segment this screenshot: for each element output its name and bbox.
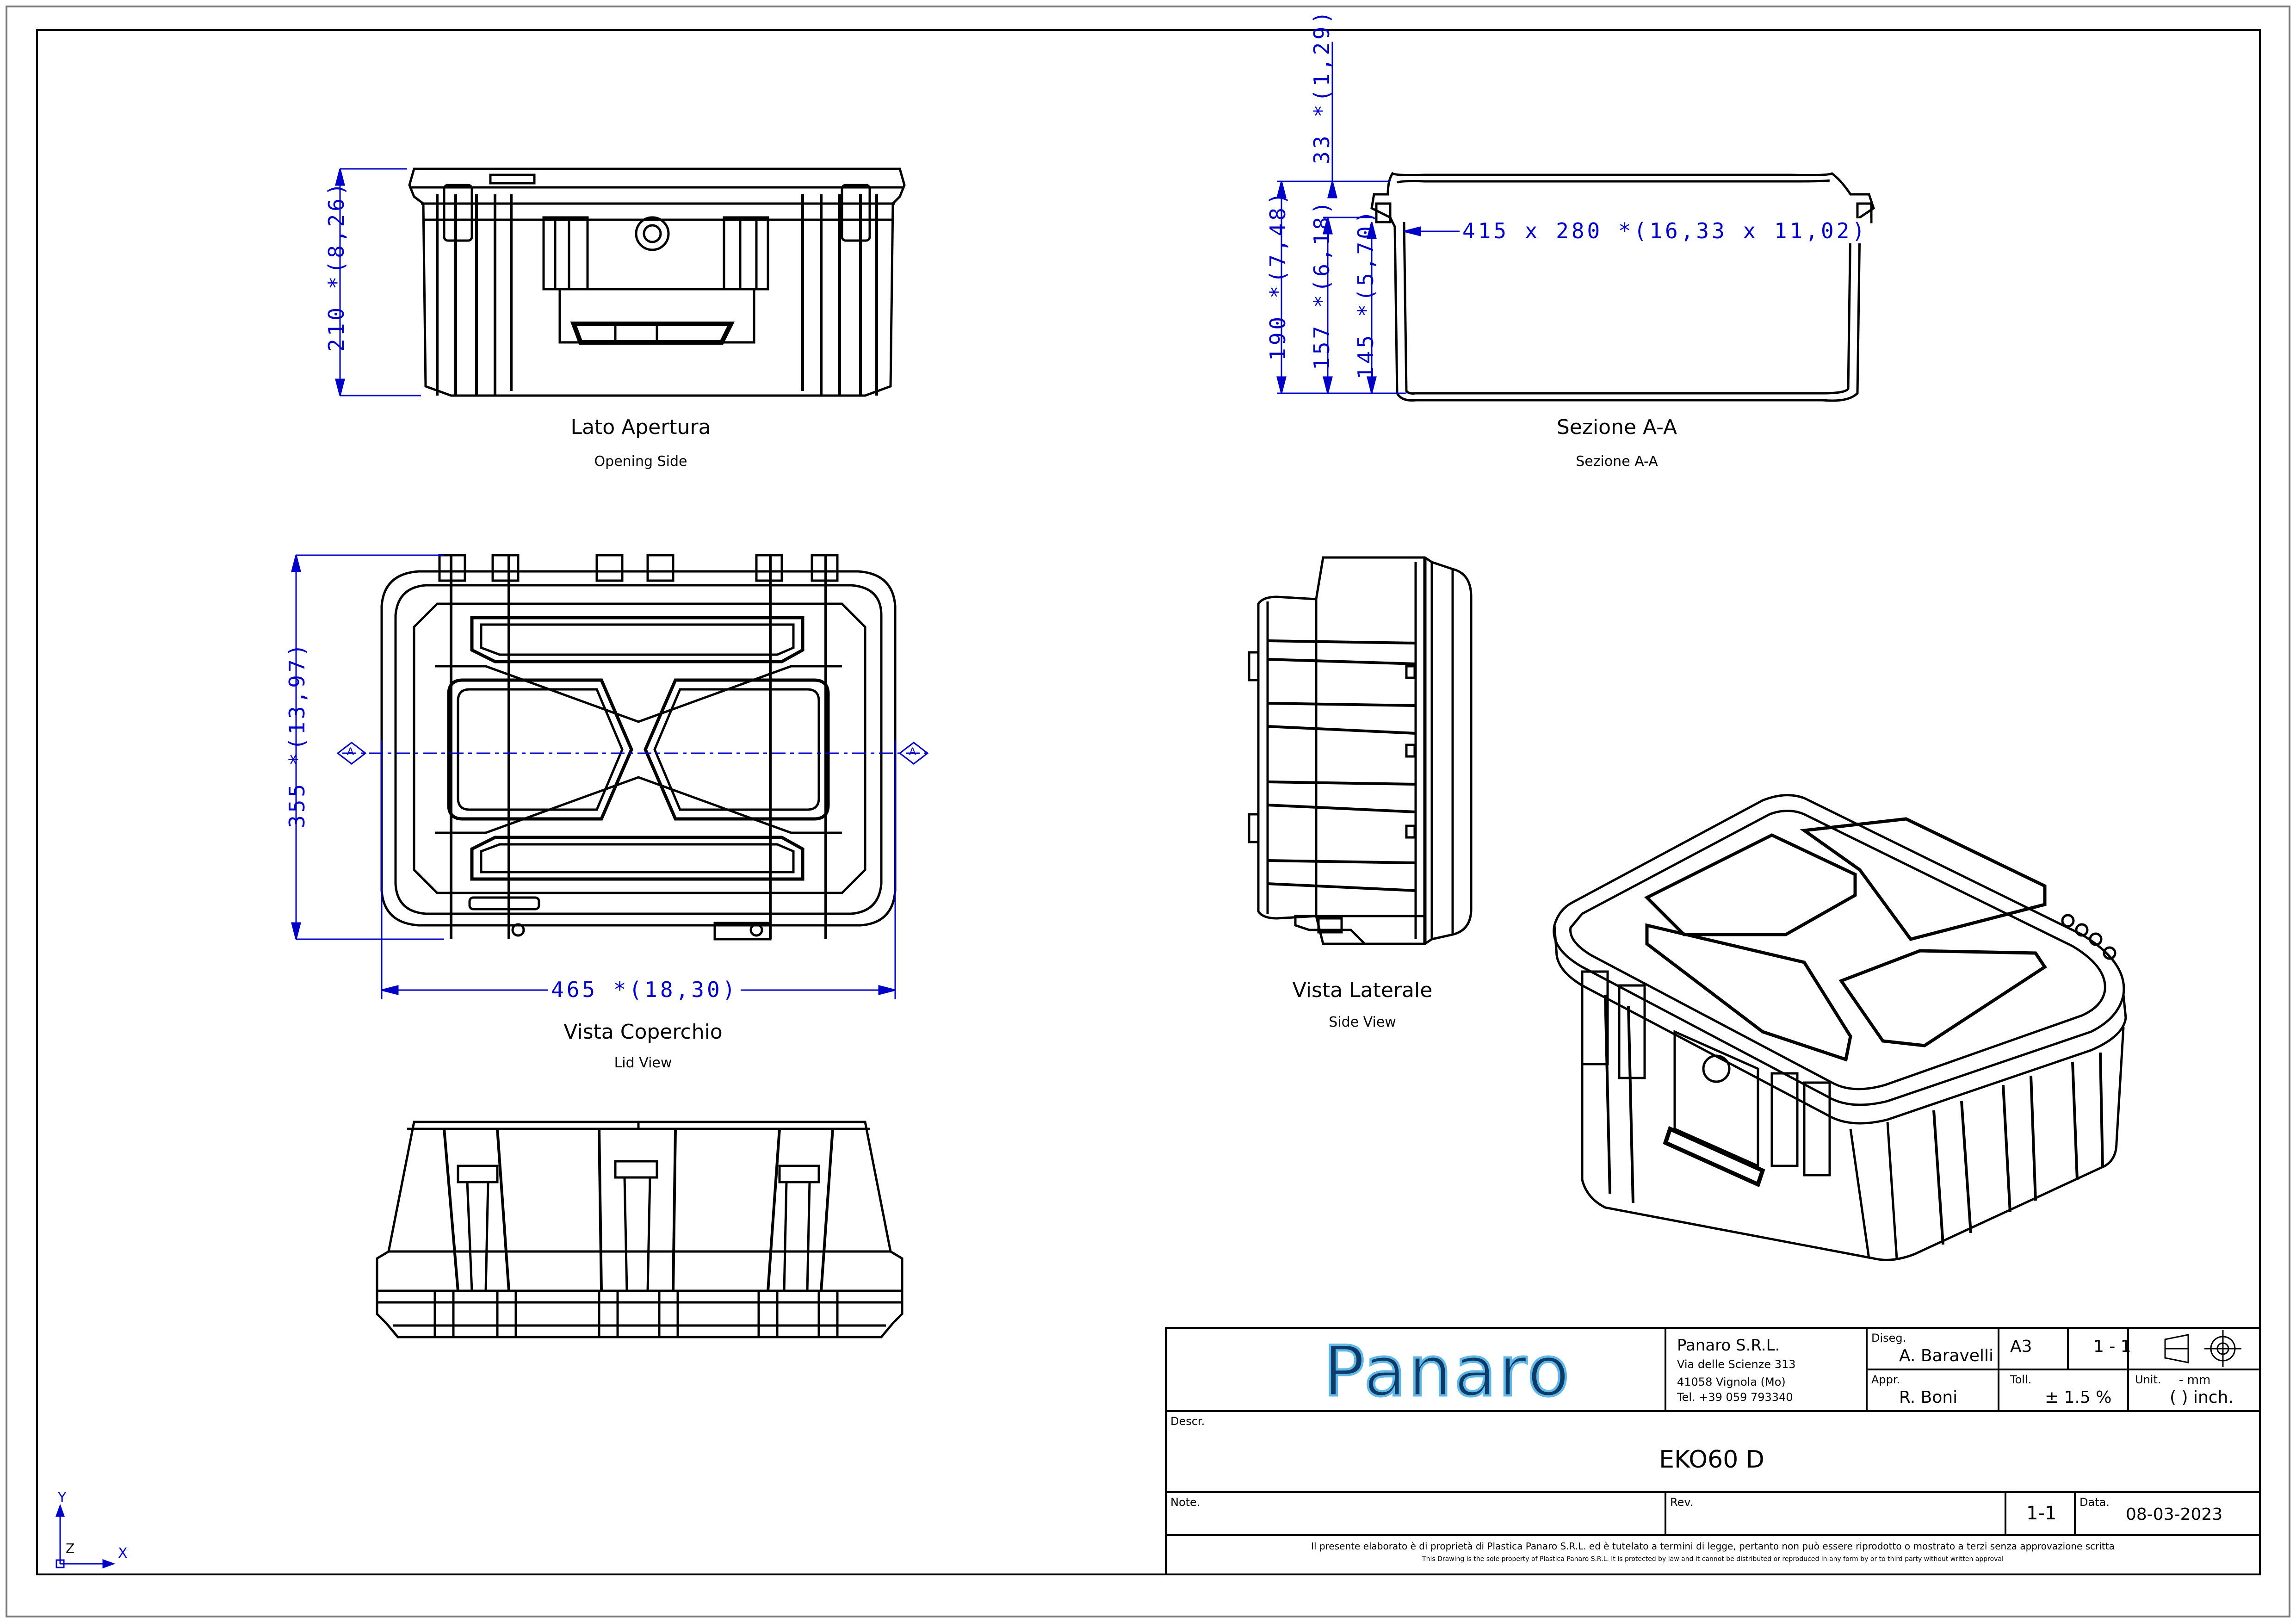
dim-body-height-2: 157 *(6,18): [1309, 198, 1334, 370]
front-view-drawing: [408, 167, 906, 397]
lid-view-drawing: [380, 554, 897, 941]
axis-x-label: X: [118, 1545, 128, 1561]
dim-height-total: 210 *(8,26): [324, 180, 349, 352]
view-subtitle-section: Sezione A-A: [1576, 453, 1658, 470]
sheet-format: A3: [2010, 1337, 2032, 1356]
unit-mm: - mm: [2179, 1373, 2211, 1387]
section-marker-left: [336, 742, 367, 765]
dim-inner-size: 415 x 280 *(16,33 x 11,02): [1460, 218, 1871, 243]
description-label: Descr.: [1170, 1415, 1205, 1428]
approved-by-value: R. Boni: [1899, 1388, 1958, 1407]
projection-symbol: [2164, 1330, 2241, 1367]
dim-lid-height: 33 *(1,29): [1309, 8, 1334, 164]
dim-body-height-1: 190 *(7,48): [1265, 189, 1290, 361]
view-title-section: Sezione A-A: [1556, 415, 1677, 439]
description-value: EKO60 D: [1659, 1446, 1764, 1474]
company-address-1: Via delle Scienze 313: [1677, 1358, 1796, 1371]
section-marker-left-label: A: [347, 746, 354, 758]
tolerance-value: ± 1.5 %: [2045, 1388, 2112, 1407]
axis-z-label: Z: [66, 1541, 75, 1556]
isometric-view-drawing: [1553, 794, 2127, 1261]
company-logo: Panaro: [1322, 1332, 1572, 1412]
sheet-number: 1-1: [2026, 1503, 2057, 1524]
dim-body-height-3: 145 *(5,70): [1353, 208, 1378, 379]
disclaimer-english: This Drawing is the sole property of Pla…: [1422, 1555, 2004, 1563]
dim-depth: 355 *(13,97): [285, 641, 309, 828]
drawing-frame: [36, 29, 2261, 1575]
approved-by-label: Appr.: [1871, 1373, 1900, 1386]
notes-label: Note.: [1170, 1496, 1201, 1509]
drawing-scale: 1 - 1: [2093, 1337, 2131, 1356]
axis-y-label: Y: [58, 1490, 67, 1506]
tolerance-label: Toll.: [2010, 1373, 2032, 1386]
company-address-2: 41058 Vignola (Mo): [1677, 1375, 1786, 1388]
view-subtitle-lid: Lid View: [614, 1055, 672, 1071]
date-value: 08-03-2023: [2126, 1505, 2223, 1524]
company-phone: Tel. +39 059 793340: [1677, 1391, 1793, 1404]
revision-label: Rev.: [1670, 1496, 1694, 1509]
disclaimer-italian: Il presente elaborato è di proprietà di …: [1311, 1541, 2115, 1552]
section-marker-right-label: A: [909, 746, 916, 758]
side-view-drawing: [1248, 556, 1473, 945]
dimension-lines: [291, 42, 1849, 999]
view-title-side: Vista Laterale: [1292, 979, 1433, 1002]
unit-label: Unit.: [2135, 1373, 2161, 1386]
view-title-lid: Vista Coperchio: [563, 1020, 723, 1044]
view-subtitle-side: Side View: [1329, 1014, 1396, 1030]
date-label: Data.: [2079, 1496, 2110, 1509]
section-marker-right: [898, 742, 929, 765]
view-title-opening-side: Lato Apertura: [570, 415, 711, 439]
view-subtitle-opening-side: Opening Side: [594, 453, 687, 470]
outer-border: [6, 6, 2290, 1617]
dim-width: 465 *(18,30): [548, 977, 741, 1002]
bottom-view-drawing: [376, 1121, 904, 1338]
company-name: Panaro S.R.L.: [1677, 1336, 1780, 1355]
section-drawing: [1370, 172, 1875, 402]
title-block-lines: [1165, 1327, 2261, 1575]
drawn-by-value: A. Baravelli: [1899, 1346, 1993, 1365]
unit-inch: ( ) inch.: [2170, 1388, 2234, 1407]
axes-triad: [55, 1504, 116, 1569]
drawn-by-label: Diseg.: [1871, 1332, 1906, 1344]
